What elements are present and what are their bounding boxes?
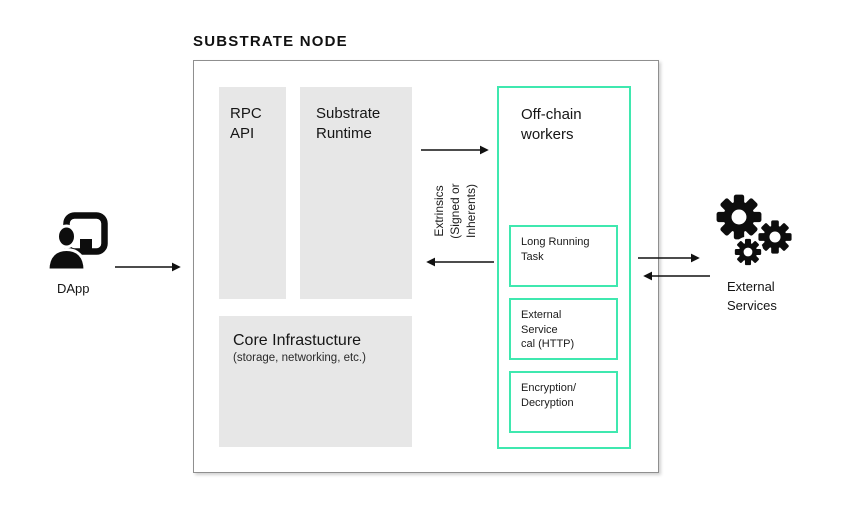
gears-icon	[716, 194, 794, 268]
worker-encryption-decryption-box: Encryption/ Decryption	[509, 371, 618, 433]
substrate-runtime-box: Substrate Runtime	[300, 87, 412, 299]
external-services-label: External Services	[727, 279, 777, 313]
rpc-api-label: RPC API	[230, 105, 262, 142]
core-infrastructure-box: Core Infrastucture (storage, networking,…	[219, 316, 412, 447]
worker-long-running-task-box: Long Running Task	[509, 225, 618, 287]
dapp-label: DApp	[57, 281, 90, 296]
worker-external-service-call-box: External Service cal (HTTP)	[509, 298, 618, 360]
core-infrastructure-subtitle: (storage, networking, etc.)	[233, 352, 366, 364]
extrinsics-arrow-label: Extrinsics (Signed or Inherents)	[432, 183, 478, 239]
rpc-api-box: RPC API	[219, 87, 286, 299]
node-title: SUBSTRATE NODE	[193, 33, 348, 50]
dapp-icon	[48, 212, 108, 272]
substrate-node-box	[193, 60, 659, 473]
offchain-workers-title: Off-chain workers	[521, 106, 582, 143]
core-infrastructure-title: Core Infrastucture	[233, 332, 362, 349]
substrate-runtime-label: Substrate Runtime	[316, 105, 381, 142]
